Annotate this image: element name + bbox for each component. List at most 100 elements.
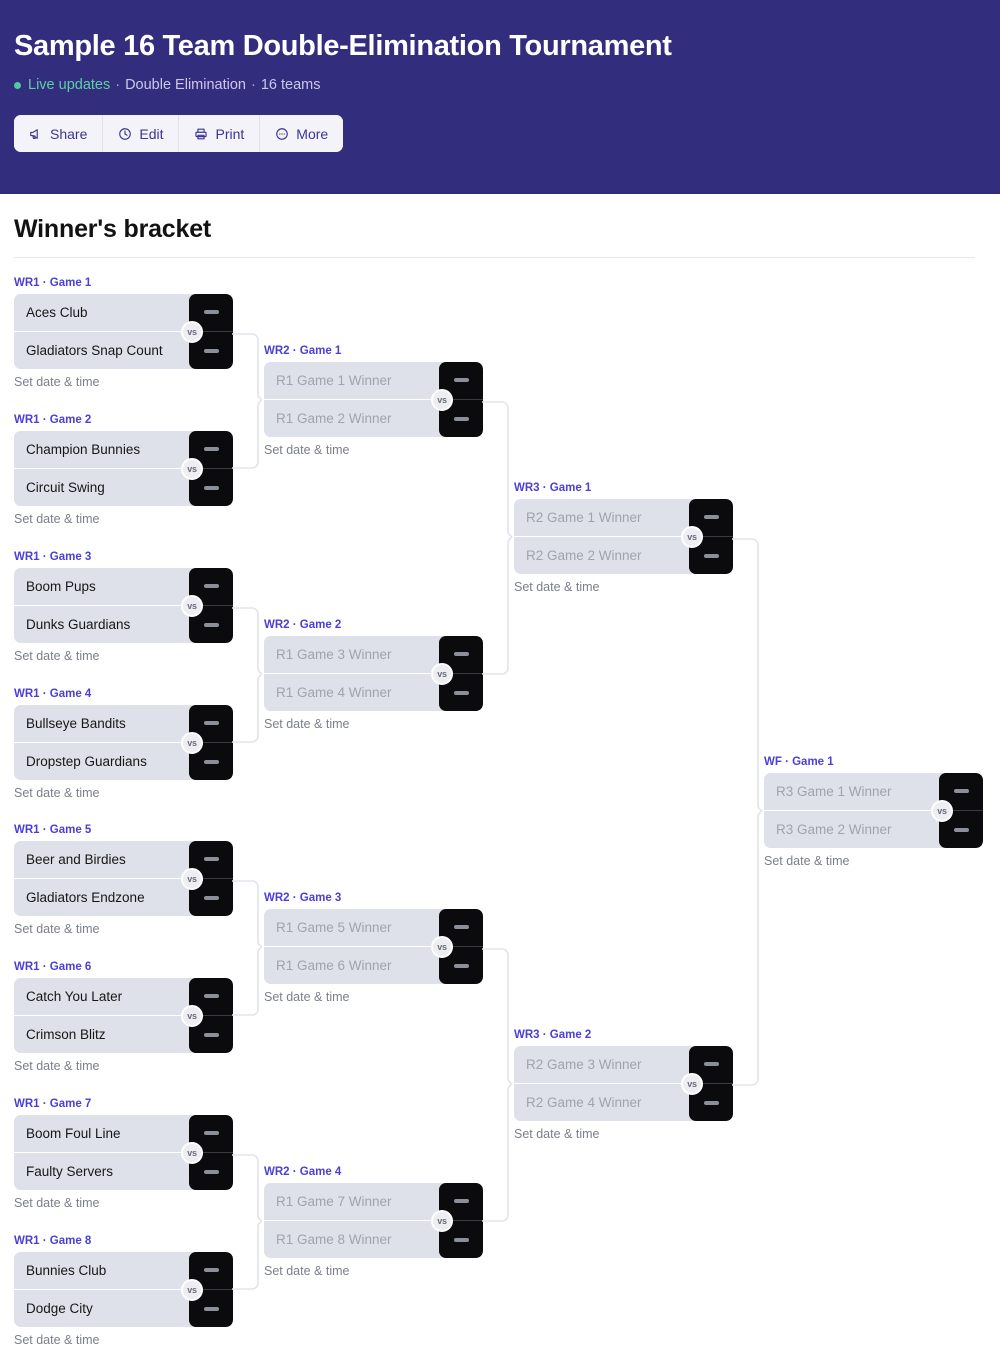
set-date-time-link[interactable]: Set date & time bbox=[264, 717, 350, 731]
score-bottom[interactable] bbox=[439, 674, 483, 711]
score-top[interactable] bbox=[189, 978, 233, 1015]
match-wr3-game-1[interactable]: WR3 · Game 1 R2 Game 1 Winner R2 Game 2 … bbox=[514, 482, 733, 594]
match-card[interactable]: Beer and Birdies Gladiators Endzone vs bbox=[14, 841, 233, 916]
score-top[interactable] bbox=[189, 1252, 233, 1289]
score-bottom[interactable] bbox=[189, 332, 233, 369]
match-wr3-game-2[interactable]: WR3 · Game 2 R2 Game 3 Winner R2 Game 4 … bbox=[514, 1029, 733, 1141]
share-button[interactable]: Share bbox=[14, 115, 104, 152]
team-bottom[interactable]: Crimson Blitz bbox=[26, 1027, 106, 1043]
set-date-time-link[interactable]: Set date & time bbox=[14, 1333, 100, 1347]
match-wr2-game-1[interactable]: WR2 · Game 1 R1 Game 1 Winner R1 Game 2 … bbox=[264, 345, 483, 457]
team-bottom[interactable]: Dodge City bbox=[26, 1301, 93, 1317]
set-date-time-link[interactable]: Set date & time bbox=[14, 1059, 100, 1073]
team-bottom[interactable]: R1 Game 4 Winner bbox=[276, 685, 392, 701]
score-top[interactable] bbox=[939, 773, 983, 810]
match-wr1-game-3[interactable]: WR1 · Game 3 Boom Pups Dunks Guardians v… bbox=[14, 551, 233, 663]
score-bottom[interactable] bbox=[689, 537, 733, 574]
match-wr1-game-5[interactable]: WR1 · Game 5 Beer and Birdies Gladiators… bbox=[14, 824, 233, 936]
team-top[interactable]: R1 Game 7 Winner bbox=[276, 1193, 392, 1209]
match-card[interactable]: Bullseye Bandits Dropstep Guardians vs bbox=[14, 705, 233, 780]
match-card[interactable]: R1 Game 1 Winner R1 Game 2 Winner vs bbox=[264, 362, 483, 437]
score-top[interactable] bbox=[189, 568, 233, 605]
team-top[interactable]: Boom Pups bbox=[26, 578, 96, 594]
score-bottom[interactable] bbox=[189, 879, 233, 916]
match-card[interactable]: R3 Game 1 Winner R3 Game 2 Winner vs bbox=[764, 773, 983, 848]
score-top[interactable] bbox=[189, 431, 233, 468]
match-wr2-game-3[interactable]: WR2 · Game 3 R1 Game 5 Winner R1 Game 6 … bbox=[264, 892, 483, 1004]
team-bottom[interactable]: Circuit Swing bbox=[26, 480, 105, 496]
team-bottom[interactable]: R1 Game 8 Winner bbox=[276, 1232, 392, 1248]
team-bottom[interactable]: Gladiators Endzone bbox=[26, 890, 145, 906]
team-bottom[interactable]: R2 Game 4 Winner bbox=[526, 1095, 642, 1111]
match-wr1-game-6[interactable]: WR1 · Game 6 Catch You Later Crimson Bli… bbox=[14, 961, 233, 1073]
team-top[interactable]: R1 Game 3 Winner bbox=[276, 646, 392, 662]
team-bottom[interactable]: R1 Game 2 Winner bbox=[276, 411, 392, 427]
score-bottom[interactable] bbox=[189, 606, 233, 643]
score-top[interactable] bbox=[189, 841, 233, 878]
edit-button[interactable]: Edit bbox=[103, 115, 180, 152]
print-button[interactable]: Print bbox=[179, 115, 261, 152]
match-card[interactable]: R1 Game 5 Winner R1 Game 6 Winner vs bbox=[264, 909, 483, 984]
team-bottom[interactable]: Dropstep Guardians bbox=[26, 754, 147, 770]
match-wr1-game-7[interactable]: WR1 · Game 7 Boom Foul Line Faulty Serve… bbox=[14, 1098, 233, 1210]
match-card[interactable]: Champion Bunnies Circuit Swing vs bbox=[14, 431, 233, 506]
more-button[interactable]: More bbox=[260, 115, 344, 152]
score-top[interactable] bbox=[689, 1046, 733, 1083]
team-top[interactable]: Catch You Later bbox=[26, 988, 123, 1004]
set-date-time-link[interactable]: Set date & time bbox=[14, 649, 100, 663]
team-top[interactable]: Aces Club bbox=[26, 304, 88, 320]
score-bottom[interactable] bbox=[439, 1221, 483, 1258]
set-date-time-link[interactable]: Set date & time bbox=[264, 990, 350, 1004]
score-bottom[interactable] bbox=[439, 400, 483, 437]
team-top[interactable]: R1 Game 1 Winner bbox=[276, 372, 392, 388]
match-card[interactable]: R2 Game 3 Winner R2 Game 4 Winner vs bbox=[514, 1046, 733, 1121]
match-card[interactable]: Boom Foul Line Faulty Servers vs bbox=[14, 1115, 233, 1190]
team-top[interactable]: Bunnies Club bbox=[26, 1262, 107, 1278]
team-top[interactable]: R2 Game 1 Winner bbox=[526, 509, 642, 525]
set-date-time-link[interactable]: Set date & time bbox=[264, 1264, 350, 1278]
match-wr1-game-1[interactable]: WR1 · Game 1 Aces Club Gladiators Snap C… bbox=[14, 277, 233, 389]
match-card[interactable]: Bunnies Club Dodge City vs bbox=[14, 1252, 233, 1327]
match-wr2-game-4[interactable]: WR2 · Game 4 R1 Game 7 Winner R1 Game 8 … bbox=[264, 1166, 483, 1278]
score-bottom[interactable] bbox=[689, 1084, 733, 1121]
match-card[interactable]: R1 Game 3 Winner R1 Game 4 Winner vs bbox=[264, 636, 483, 711]
score-bottom[interactable] bbox=[189, 743, 233, 780]
match-wr2-game-2[interactable]: WR2 · Game 2 R1 Game 3 Winner R1 Game 4 … bbox=[264, 619, 483, 731]
score-top[interactable] bbox=[189, 705, 233, 742]
score-top[interactable] bbox=[439, 909, 483, 946]
score-bottom[interactable] bbox=[189, 1016, 233, 1053]
score-column[interactable] bbox=[689, 499, 733, 574]
score-top[interactable] bbox=[439, 362, 483, 399]
team-top[interactable]: R2 Game 3 Winner bbox=[526, 1056, 642, 1072]
match-wr1-game-8[interactable]: WR1 · Game 8 Bunnies Club Dodge City vs … bbox=[14, 1235, 233, 1347]
match-wr1-game-2[interactable]: WR1 · Game 2 Champion Bunnies Circuit Sw… bbox=[14, 414, 233, 526]
score-top[interactable] bbox=[689, 499, 733, 536]
set-date-time-link[interactable]: Set date & time bbox=[264, 443, 350, 457]
team-top[interactable]: Boom Foul Line bbox=[26, 1125, 121, 1141]
team-bottom[interactable]: R2 Game 2 Winner bbox=[526, 548, 642, 564]
score-bottom[interactable] bbox=[189, 469, 233, 506]
team-top[interactable]: Bullseye Bandits bbox=[26, 715, 126, 731]
team-bottom[interactable]: R3 Game 2 Winner bbox=[776, 822, 892, 838]
match-card[interactable]: R1 Game 7 Winner R1 Game 8 Winner vs bbox=[264, 1183, 483, 1258]
match-wr1-game-4[interactable]: WR1 · Game 4 Bullseye Bandits Dropstep G… bbox=[14, 688, 233, 800]
score-top[interactable] bbox=[189, 1115, 233, 1152]
set-date-time-link[interactable]: Set date & time bbox=[14, 512, 100, 526]
score-top[interactable] bbox=[189, 294, 233, 331]
set-date-time-link[interactable]: Set date & time bbox=[764, 854, 850, 868]
score-top[interactable] bbox=[439, 636, 483, 673]
team-top[interactable]: R3 Game 1 Winner bbox=[776, 783, 892, 799]
team-bottom[interactable]: R1 Game 6 Winner bbox=[276, 958, 392, 974]
set-date-time-link[interactable]: Set date & time bbox=[514, 1127, 600, 1141]
score-bottom[interactable] bbox=[439, 947, 483, 984]
team-top[interactable]: Beer and Birdies bbox=[26, 851, 126, 867]
team-top[interactable]: Champion Bunnies bbox=[26, 441, 141, 457]
set-date-time-link[interactable]: Set date & time bbox=[14, 786, 100, 800]
match-card[interactable]: R2 Game 1 Winner R2 Game 2 Winner vs bbox=[514, 499, 733, 574]
team-bottom[interactable]: Gladiators Snap Count bbox=[26, 343, 163, 359]
score-bottom[interactable] bbox=[189, 1290, 233, 1327]
set-date-time-link[interactable]: Set date & time bbox=[14, 922, 100, 936]
match-card[interactable]: Boom Pups Dunks Guardians vs bbox=[14, 568, 233, 643]
set-date-time-link[interactable]: Set date & time bbox=[14, 375, 100, 389]
score-bottom[interactable] bbox=[189, 1153, 233, 1190]
